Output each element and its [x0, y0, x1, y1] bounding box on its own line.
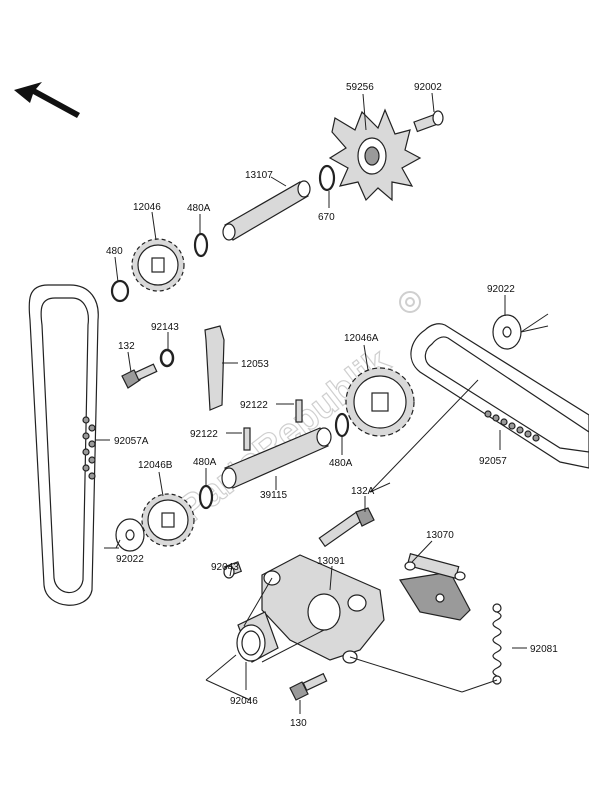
sprocket-12046B [141, 493, 195, 547]
label-92122-b: 92122 [190, 429, 218, 440]
gear-logo-icon [399, 291, 421, 313]
collar-92043 [223, 561, 243, 579]
label-13070: 13070 [426, 530, 454, 541]
bolt-132A [318, 507, 375, 548]
spring-92081 [492, 603, 502, 685]
tensioner-13070 [399, 552, 471, 621]
chain-links-right [484, 410, 540, 442]
label-12046B: 12046B [138, 460, 173, 471]
pin-92122-b [243, 427, 251, 451]
label-39115: 39115 [260, 490, 288, 501]
shaft-13107 [222, 180, 311, 241]
label-92022-right: 92022 [487, 284, 515, 295]
label-59256: 59256 [346, 82, 374, 93]
bushing-92046 [236, 611, 279, 663]
sprocket-12046 [131, 238, 185, 292]
sprocket-12046A [345, 367, 415, 437]
washer-92022-left [115, 518, 145, 552]
label-130: 130 [290, 718, 307, 729]
label-92043: 92043 [211, 562, 239, 573]
front-direction-arrow-icon [14, 82, 80, 118]
label-12046: 12046 [133, 202, 161, 213]
chain-92057 [410, 323, 589, 469]
chain-92057A [28, 284, 99, 606]
washer-92143 [159, 348, 175, 368]
guide-12053 [204, 325, 225, 411]
label-480A-top: 480A [187, 203, 211, 214]
label-92057A: 92057A [114, 436, 149, 447]
bolt-132 [121, 363, 158, 389]
label-12053: 12053 [241, 359, 269, 370]
label-670: 670 [318, 212, 335, 223]
bolt-130 [289, 672, 328, 701]
circlip-480 [110, 279, 130, 303]
circlip-480A-right [334, 412, 350, 438]
label-92081: 92081 [530, 644, 558, 655]
label-480: 480 [106, 246, 123, 257]
label-13091: 13091 [317, 556, 345, 567]
label-480A-right: 480A [329, 458, 353, 469]
label-132A: 132A [351, 486, 375, 497]
o-ring-670 [318, 164, 336, 192]
label-92122-a: 92122 [240, 400, 268, 411]
bolt-92002 [413, 110, 444, 133]
shaft-39115 [221, 427, 332, 489]
tensioner-sprocket-59256 [328, 108, 422, 202]
bracket-13091 [261, 554, 385, 664]
label-132: 132 [118, 341, 135, 352]
part-labels: 59256 92002 13107 12046 480A 670 480 920… [106, 82, 558, 729]
label-92002: 92002 [414, 82, 442, 93]
chain-links [82, 416, 96, 480]
label-12046A: 12046A [344, 333, 379, 344]
washer-92022-right [492, 314, 522, 350]
pin-92122-a [295, 399, 303, 423]
label-92057: 92057 [479, 456, 507, 467]
label-480A-mid: 480A [193, 457, 217, 468]
label-92046: 92046 [230, 696, 258, 707]
circlip-480A-mid [198, 484, 214, 510]
label-92022-left: 92022 [116, 554, 144, 565]
label-13107: 13107 [245, 170, 273, 181]
leader-lines [95, 92, 549, 714]
circlip-480A-top [193, 232, 209, 258]
label-92143: 92143 [151, 322, 179, 333]
